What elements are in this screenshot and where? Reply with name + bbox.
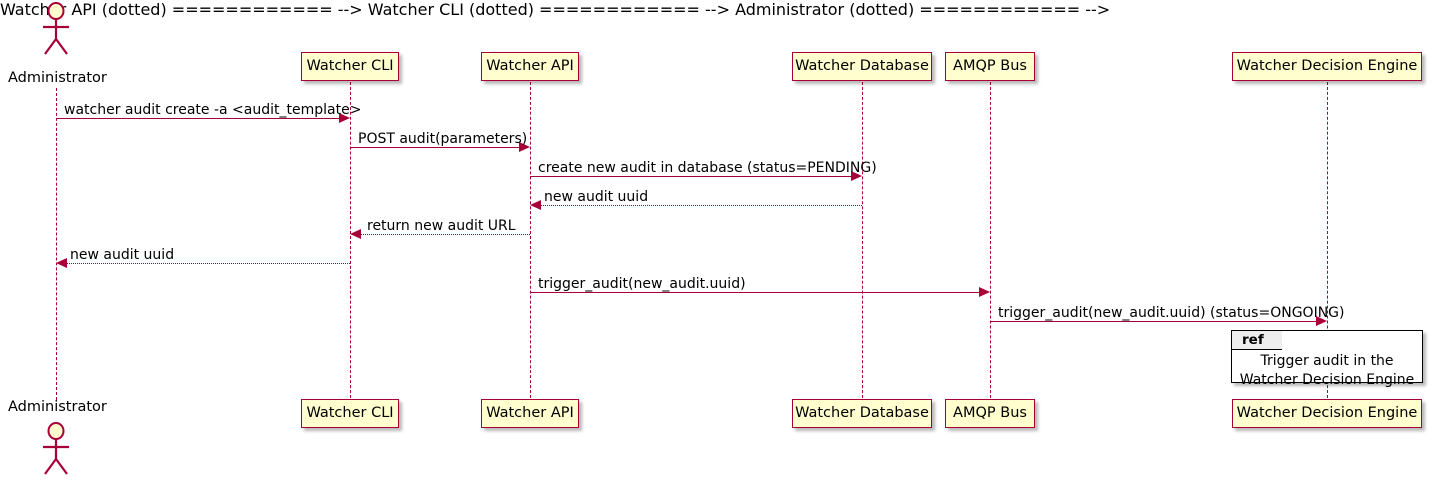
ref-fragment-keyword: ref	[1242, 332, 1264, 348]
participant-watcher-api-bottom[interactable]: Watcher API	[481, 399, 579, 428]
lifeline-watcher-cli	[350, 82, 351, 398]
ref-fragment-tab	[1232, 331, 1297, 350]
participant-watcher-api-top[interactable]: Watcher API	[481, 52, 579, 81]
participant-amqp-bus-bottom[interactable]: AMQP Bus	[945, 399, 1035, 428]
message-line-3	[530, 176, 856, 177]
participant-amqp-bus-top[interactable]: AMQP Bus	[945, 52, 1035, 81]
message-label-7: trigger_audit(new_audit.uuid)	[538, 276, 746, 292]
ref-fragment-body: Trigger audit in the Watcher Decision En…	[1232, 352, 1422, 390]
participant-label: Watcher Database	[795, 405, 929, 422]
message-arrowhead-3	[851, 171, 862, 181]
participant-label: Watcher API	[486, 405, 574, 422]
message-line-7	[530, 292, 984, 293]
actor-label-administrator-top: Administrator	[8, 70, 107, 86]
actor-administrator-bottom	[33, 422, 79, 478]
message-arrowhead-5	[350, 229, 361, 239]
ref-fragment: ref Trigger audit in the Watcher Decisio…	[1231, 330, 1423, 388]
participant-watcher-database-bottom[interactable]: Watcher Database	[792, 399, 932, 428]
ref-fragment-tab-notch	[1282, 331, 1297, 350]
message-label-3: create new audit in database (status=PEN…	[538, 160, 877, 176]
message-arrowhead-6	[56, 258, 67, 268]
actor-label-administrator-bottom: Administrator	[8, 399, 107, 415]
participant-label: Watcher Database	[795, 58, 929, 75]
lifeline-watcher-decision-engine	[1327, 82, 1328, 398]
participant-label: AMQP Bus	[953, 58, 1027, 75]
participant-label: Watcher CLI	[306, 58, 394, 75]
participant-label: Watcher API	[486, 58, 574, 75]
actor-administrator-top	[33, 2, 79, 58]
participant-label: Watcher Decision Engine	[1236, 405, 1418, 422]
message-line-5	[361, 234, 530, 235]
participant-watcher-cli-bottom[interactable]: Watcher CLI	[301, 399, 399, 428]
message-arrowhead-1	[339, 113, 350, 123]
message-line-8	[990, 321, 1321, 322]
message-label-1: watcher audit create -a <audit_template>	[64, 102, 362, 118]
participant-label: Watcher CLI	[306, 405, 394, 422]
message-line-6	[67, 263, 350, 264]
message-label-8: trigger_audit(new_audit.uuid) (status=ON…	[998, 305, 1345, 321]
participant-label: Watcher Decision Engine	[1236, 58, 1418, 75]
actor-figure-icon	[43, 422, 69, 475]
message-label-5: return new audit URL	[367, 218, 516, 234]
participant-watcher-database-top[interactable]: Watcher Database	[792, 52, 932, 81]
message-line-2	[350, 147, 524, 148]
participant-watcher-decision-engine-top[interactable]: Watcher Decision Engine	[1232, 52, 1422, 81]
lifeline-administrator	[56, 88, 57, 400]
message-label-6: new audit uuid	[70, 247, 175, 263]
ref-fragment-line-2: Watcher Decision Engine	[1239, 371, 1415, 388]
message-arrowhead-7	[979, 287, 990, 297]
lifeline-watcher-database	[862, 82, 863, 398]
message-line-4	[541, 205, 862, 206]
message-arrowhead-8	[1316, 316, 1327, 326]
actor-figure-icon	[43, 2, 69, 55]
participant-watcher-decision-engine-bottom[interactable]: Watcher Decision Engine	[1232, 399, 1422, 428]
lifeline-watcher-api	[530, 82, 531, 398]
participant-label: AMQP Bus	[953, 405, 1027, 422]
lifeline-amqp-bus	[990, 82, 991, 398]
message-line-1	[56, 118, 344, 119]
message-label-2: POST audit(parameters)	[358, 131, 528, 147]
message-arrowhead-2	[519, 142, 530, 152]
message-label-4: new audit uuid	[544, 189, 649, 205]
participant-watcher-cli-top[interactable]: Watcher CLI	[301, 52, 399, 81]
message-arrowhead-4	[530, 200, 541, 210]
ref-fragment-line-1: Trigger audit in the	[1260, 353, 1394, 369]
